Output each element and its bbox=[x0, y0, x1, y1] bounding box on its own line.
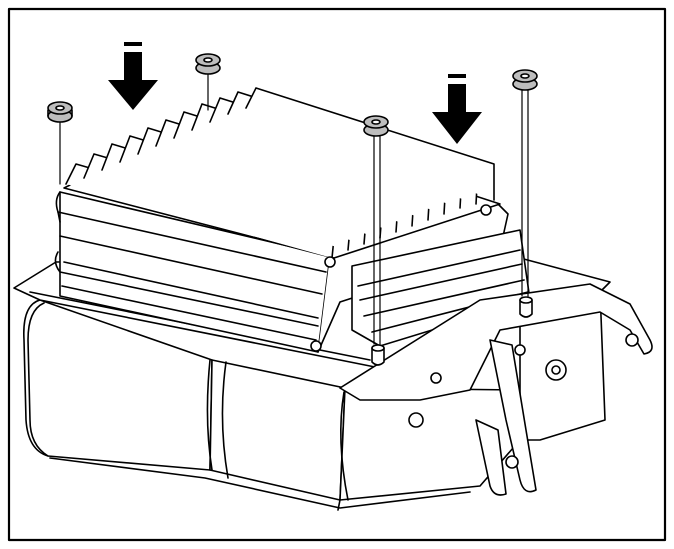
heatsink-fins bbox=[63, 87, 501, 259]
hex-nut-4 bbox=[512, 69, 538, 297]
support-bracket bbox=[339, 283, 653, 496]
down-arrow-icon bbox=[432, 74, 482, 144]
diagram-frame bbox=[7, 7, 667, 542]
down-arrow-icon bbox=[108, 42, 158, 110]
hex-nut-2 bbox=[195, 53, 221, 111]
hex-nut-3 bbox=[363, 115, 389, 345]
studs bbox=[371, 296, 533, 366]
lower-changer-housing bbox=[23, 289, 606, 511]
connector-block bbox=[351, 229, 531, 347]
hex-nut-1 bbox=[47, 101, 73, 185]
